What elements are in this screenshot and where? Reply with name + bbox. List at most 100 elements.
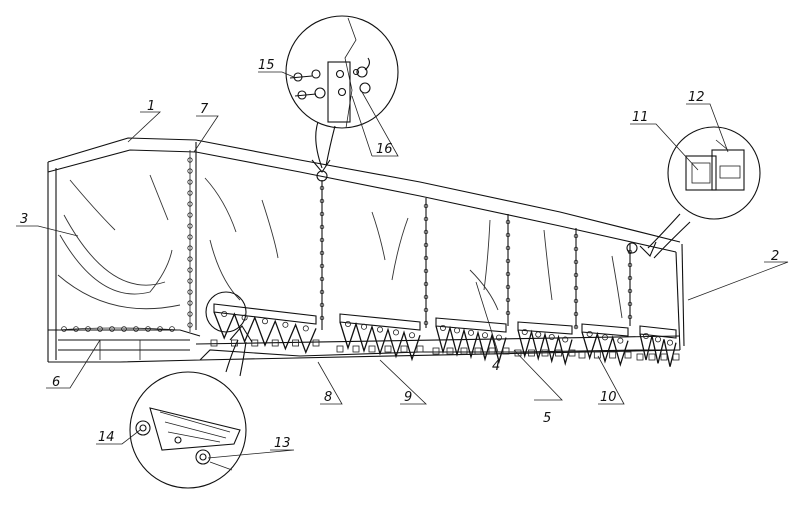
eyelet bbox=[187, 179, 193, 185]
zigzag-cord bbox=[339, 321, 421, 362]
hook-bracket bbox=[251, 339, 259, 347]
hook-bracket bbox=[352, 345, 360, 353]
plate-eyelet bbox=[655, 336, 662, 343]
stake-hook bbox=[423, 320, 429, 326]
eyelet bbox=[187, 256, 193, 262]
tensioner-plate bbox=[517, 321, 573, 335]
eyelet bbox=[97, 326, 103, 332]
plate-eyelet bbox=[495, 334, 502, 341]
zigzag-cord bbox=[639, 333, 677, 367]
eyelet bbox=[109, 326, 115, 332]
stake-hook bbox=[627, 288, 633, 294]
hook-bracket bbox=[292, 339, 300, 347]
detail-bottom-bracket bbox=[129, 291, 253, 489]
plate-eyelet bbox=[667, 339, 674, 346]
stake-hook bbox=[319, 263, 325, 269]
stake-hook bbox=[319, 211, 325, 217]
eyelet bbox=[157, 326, 163, 332]
hook-bracket bbox=[460, 347, 468, 355]
callout-7: 7 bbox=[200, 102, 209, 117]
eyelet bbox=[121, 326, 127, 332]
hook-bracket bbox=[384, 345, 392, 353]
stake-hook bbox=[423, 281, 429, 287]
leader-lines bbox=[16, 71, 789, 459]
eyelet bbox=[187, 289, 193, 295]
eyelet bbox=[187, 311, 193, 317]
callout-16: 16 bbox=[376, 142, 393, 157]
front-bottom-rope bbox=[57, 326, 190, 360]
callout-4: 4 bbox=[492, 359, 500, 374]
tensioner-plates bbox=[210, 303, 680, 367]
plate-eyelet bbox=[392, 329, 399, 336]
hook-bracket bbox=[502, 347, 510, 355]
plate-eyelet bbox=[535, 331, 542, 338]
callout-13: 13 bbox=[274, 436, 291, 451]
eyelet bbox=[187, 157, 193, 163]
stake-hook bbox=[319, 302, 325, 308]
eyelet bbox=[187, 234, 193, 240]
zigzag-cord bbox=[517, 329, 573, 367]
eyelet bbox=[187, 322, 193, 328]
stake-hook bbox=[423, 255, 429, 261]
hook-bracket bbox=[368, 345, 376, 353]
callout-2: 2 bbox=[771, 249, 779, 264]
hook-bracket bbox=[230, 339, 238, 347]
stake-hook bbox=[319, 315, 325, 321]
hook-bracket bbox=[541, 349, 549, 357]
stake-hook bbox=[423, 268, 429, 274]
stake-hook bbox=[505, 245, 511, 251]
zigzag-cord bbox=[581, 331, 629, 367]
plate-eyelet bbox=[453, 327, 460, 334]
plate-eyelet bbox=[221, 310, 228, 317]
hook-bracket bbox=[400, 345, 408, 353]
callout-5: 5 bbox=[543, 411, 551, 426]
eyelet bbox=[85, 326, 91, 332]
stake-hook bbox=[505, 297, 511, 303]
stake-hook bbox=[627, 275, 633, 281]
eyelet bbox=[187, 168, 193, 174]
zigzag-cord bbox=[435, 325, 507, 365]
hook-bracket bbox=[336, 345, 344, 353]
stake-hook bbox=[505, 310, 511, 316]
tensioner-plate bbox=[435, 317, 507, 333]
eyelet bbox=[187, 245, 193, 251]
plate-eyelet bbox=[376, 326, 383, 333]
callout-15: 15 bbox=[258, 58, 275, 73]
stake-hook bbox=[573, 311, 579, 317]
hook-bracket bbox=[474, 347, 482, 355]
eyelet bbox=[187, 212, 193, 218]
tensioner-plate bbox=[581, 323, 629, 337]
stake-hook bbox=[423, 203, 429, 209]
stake-hook bbox=[505, 232, 511, 238]
callout-12: 12 bbox=[688, 90, 705, 105]
plate-eyelet bbox=[408, 332, 415, 339]
hook-bracket bbox=[660, 353, 668, 361]
callout-9: 9 bbox=[404, 390, 412, 405]
callout-14: 14 bbox=[98, 430, 115, 445]
hook-bracket bbox=[514, 349, 522, 357]
tensioner-plate bbox=[339, 313, 421, 331]
plate-eyelet bbox=[602, 334, 609, 341]
hook-bracket bbox=[312, 339, 320, 347]
hook-bracket bbox=[636, 353, 644, 361]
hook-bracket bbox=[210, 339, 218, 347]
eyelet bbox=[187, 201, 193, 207]
eyelet bbox=[145, 326, 151, 332]
side-wall-folds bbox=[204, 177, 623, 319]
stake-hook bbox=[319, 198, 325, 204]
plate-eyelet bbox=[617, 337, 624, 344]
eyelet bbox=[169, 326, 175, 332]
zigzag-cord bbox=[213, 311, 317, 355]
plate-eyelet bbox=[282, 321, 289, 328]
plate-eyelet bbox=[521, 328, 528, 335]
hook-bracket bbox=[648, 353, 656, 361]
hook-bracket bbox=[624, 351, 632, 359]
callout-3: 3 bbox=[20, 212, 28, 227]
stake-hook bbox=[505, 258, 511, 264]
plate-eyelet bbox=[586, 330, 593, 337]
stake-hook bbox=[627, 314, 633, 320]
hook-bracket bbox=[672, 353, 680, 361]
stake-hook bbox=[573, 324, 579, 330]
hook-bracket bbox=[555, 349, 562, 357]
plate-eyelet bbox=[562, 336, 569, 343]
